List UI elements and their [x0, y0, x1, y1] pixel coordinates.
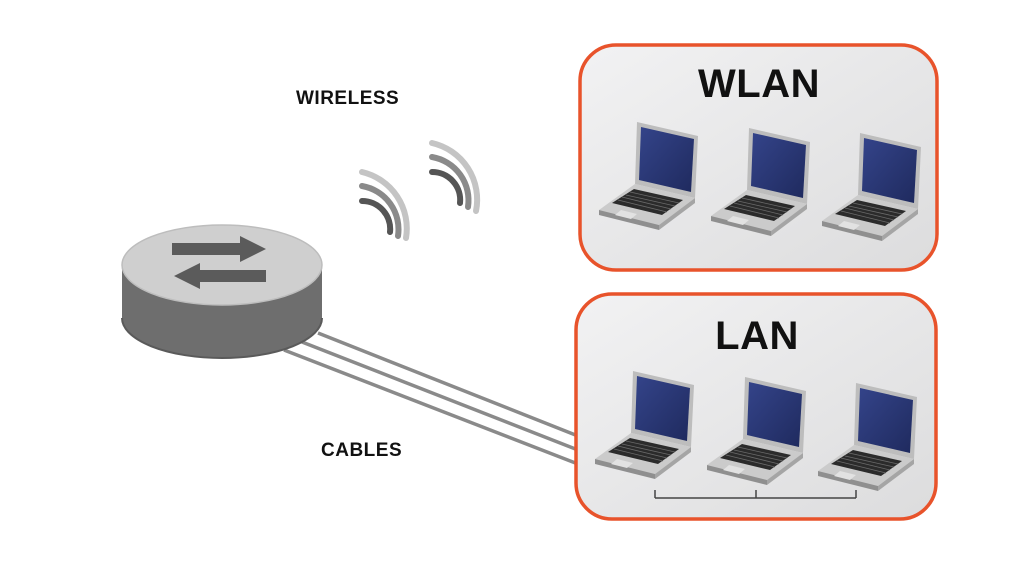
wireless-label: WIRELESS	[296, 88, 400, 109]
wlan-title: WLAN	[698, 62, 820, 106]
exchange-arrows-icon	[172, 236, 266, 289]
lan-title: LAN	[715, 314, 799, 358]
lan-group	[574, 292, 938, 521]
cable-1	[317, 331, 579, 438]
lan-bus-connector	[654, 490, 857, 499]
cable-2	[301, 340, 579, 452]
wlan-group	[578, 43, 939, 272]
cable-3	[283, 348, 579, 466]
wifi-signal-icon	[359, 169, 410, 241]
wifi-signal-icon-2	[429, 140, 481, 214]
cables-label: CABLES	[321, 440, 403, 461]
cables	[283, 331, 579, 466]
router-icon	[121, 224, 323, 359]
